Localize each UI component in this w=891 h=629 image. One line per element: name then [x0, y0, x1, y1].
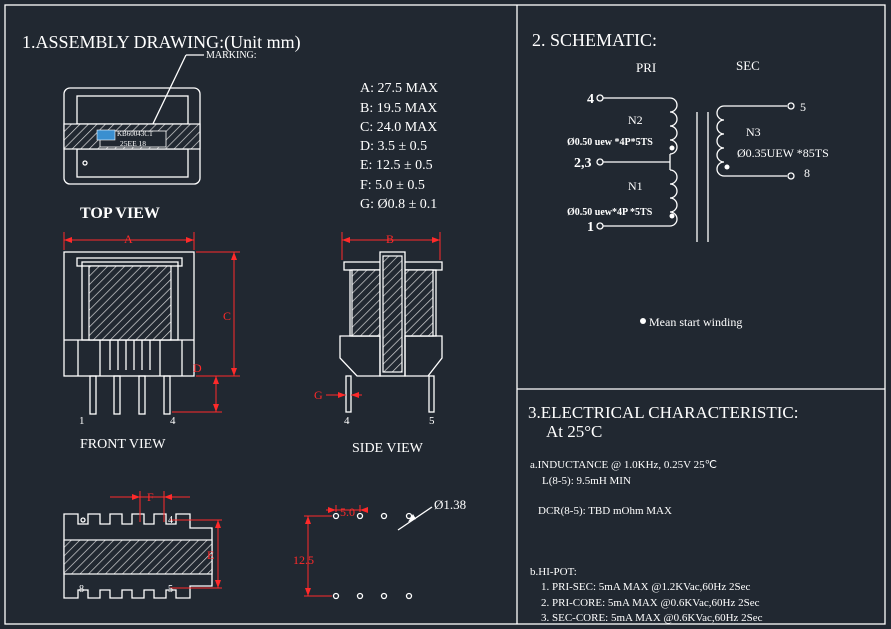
hipot-title: b.HI-POT: — [530, 566, 577, 578]
dim-f: F: 5.0 ± 0.5 — [360, 178, 425, 193]
inductance-line: a.INDUCTANCE @ 1.0KHz, 0.25V 25℃ — [530, 459, 717, 471]
dim-c: C: 24.0 MAX — [360, 120, 437, 135]
pri-label: PRI — [636, 60, 656, 75]
dim-a: A: 27.5 MAX — [360, 81, 438, 96]
n1-wire-spec: Ø0.50 uew*4P *5TS — [567, 207, 653, 218]
n3-wire-spec: Ø0.35UEW *85TS — [737, 146, 829, 160]
dim-d: D: 3.5 ± 0.5 — [360, 139, 427, 154]
dim-letter-f: F — [147, 490, 154, 504]
assembly-title: 1.ASSEMBLY DRAWING:(Unit mm) — [22, 32, 301, 53]
side-view-label: SIDE VIEW — [352, 441, 424, 456]
pin-8-label: 8 — [804, 166, 810, 180]
dim-letter-b: B — [386, 232, 394, 246]
dim-letter-d: D — [193, 361, 202, 375]
pin-23-label: 2,3 — [574, 156, 592, 171]
transformer-schematic — [596, 94, 795, 324]
marking-text-1: KB60043CT — [117, 130, 154, 138]
front-view-label: FRONT VIEW — [80, 437, 166, 452]
dim-b: B: 19.5 MAX — [360, 101, 437, 116]
electrical-title: 3.ELECTRICAL CHARACTERISTIC: — [528, 403, 798, 422]
sheet-frame — [4, 4, 886, 625]
side-pin-4: 4 — [344, 415, 350, 427]
pcb-dim-y: 12.5 — [293, 553, 314, 567]
pcb-dim-x: 5.0 — [340, 505, 355, 519]
n3-label: N3 — [746, 125, 761, 139]
front-pin-4: 4 — [170, 415, 176, 427]
marking-label: MARKING: — [206, 50, 257, 61]
hipot-item-2: 2. PRI-CORE: 5mA MAX @0.6KVac,60Hz 2Sec — [541, 597, 760, 609]
dimension-list: A: 27.5 MAX B: 19.5 MAX C: 24.0 MAX D: 3… — [360, 81, 438, 212]
front-pin-1: 1 — [79, 415, 85, 427]
n1-label: N1 — [628, 179, 643, 193]
dim-letter-e: E — [207, 548, 214, 562]
marking-text-2: 25EE 18 — [120, 139, 146, 148]
top-view-drawing: KB60043CT 25EE 18 — [63, 87, 201, 185]
start-winding-note: Mean start winding — [649, 315, 742, 329]
bottom-pin-8: 8 — [79, 584, 84, 595]
inductance-value: L(8-5): 9.5mH MIN — [542, 475, 631, 487]
top-view-label: TOP VIEW — [80, 205, 160, 222]
dim-letter-a: A — [124, 232, 133, 246]
sec-label: SEC — [736, 58, 760, 73]
marking-logo — [96, 129, 116, 141]
dim-g: G: Ø0.8 ± 0.1 — [360, 197, 437, 212]
pcb-layout-drawing — [304, 505, 433, 600]
schematic-title: 2. SCHEMATIC: — [532, 30, 657, 50]
dim-letter-c: C — [223, 309, 231, 323]
electrical-subtitle: At 25°C — [546, 422, 602, 441]
n2-wire-spec: Ø0.50 uew *4P*5TS — [567, 137, 653, 148]
side-pin-5: 5 — [429, 415, 435, 427]
bottom-pin-5: 5 — [168, 584, 173, 595]
dim-letter-g: G — [314, 388, 323, 402]
front-view-drawing — [63, 232, 240, 415]
n2-label: N2 — [628, 113, 643, 127]
dcr-line: DCR(8-5): TBD mOhm MAX — [538, 505, 672, 517]
hipot-item-3: 3. SEC-CORE: 5mA MAX @0.6KVac,60Hz 2Sec — [541, 612, 763, 624]
bottom-pin-4: 4 — [168, 515, 173, 526]
hole-diameter: Ø1.38 — [434, 497, 466, 512]
pin-5-label: 5 — [800, 100, 806, 114]
pin-4-label: 4 — [587, 92, 594, 107]
bottom-view-drawing — [63, 491, 222, 599]
pin-1-label: 1 — [587, 220, 594, 235]
hipot-item-1: 1. PRI-SEC: 5mA MAX @1.2KVac,60Hz 2Sec — [541, 581, 750, 593]
side-view-drawing — [326, 232, 443, 413]
dim-e: E: 12.5 ± 0.5 — [360, 158, 433, 173]
